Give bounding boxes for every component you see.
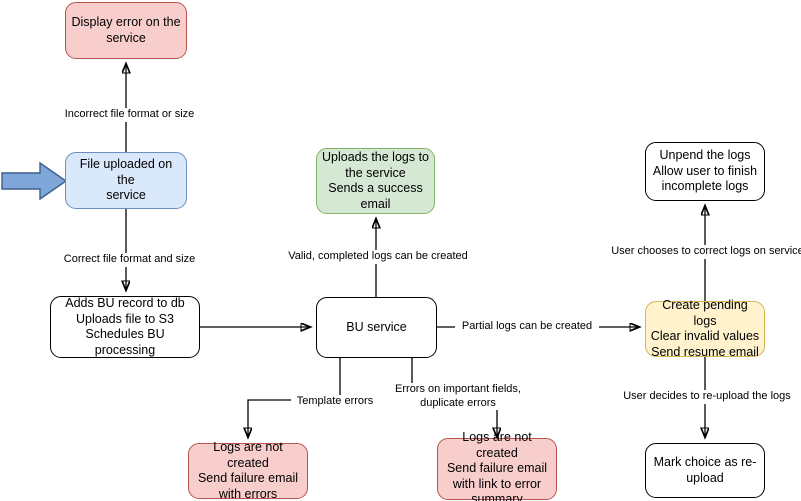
edge-label-partial-logs: Partial logs can be created xyxy=(455,320,599,334)
node-unpend-logs[interactable]: Unpend the logs Allow user to finish inc… xyxy=(645,142,765,201)
node-adds-bu-record[interactable]: Adds BU record to db Uploads file to S3 … xyxy=(50,296,200,358)
node-mark-reupload[interactable]: Mark choice as re- upload xyxy=(645,443,765,498)
node-file-uploaded[interactable]: File uploaded on the service xyxy=(65,152,187,209)
edge-label-user-corrects: User chooses to correct logs on service xyxy=(608,245,801,259)
edge-label-template-errors: Template errors xyxy=(291,395,379,409)
entry-arrow-icon xyxy=(1,161,68,201)
node-display-error[interactable]: Display error on the service xyxy=(65,2,187,59)
node-template-failure[interactable]: Logs are not created Send failure email … xyxy=(188,440,308,501)
edge-label-important-errors: Errors on important fields, duplicate er… xyxy=(392,383,524,410)
edge-label-user-reupload: User decides to re-upload the logs xyxy=(617,390,797,404)
node-important-failure[interactable]: Logs are not created Send failure email … xyxy=(437,430,557,501)
node-uploads-logs[interactable]: Uploads the logs to the service Sends a … xyxy=(316,148,435,214)
edge-label-correct-format: Correct file format and size xyxy=(55,253,204,267)
edge-label-valid-logs: Valid, completed logs can be created xyxy=(281,250,475,264)
node-create-pending-logs[interactable]: Create pending logs Clear invalid values… xyxy=(645,298,765,359)
node-bu-service[interactable]: BU service xyxy=(316,297,437,358)
edge-label-incorrect-format: Incorrect file format or size xyxy=(55,108,204,122)
